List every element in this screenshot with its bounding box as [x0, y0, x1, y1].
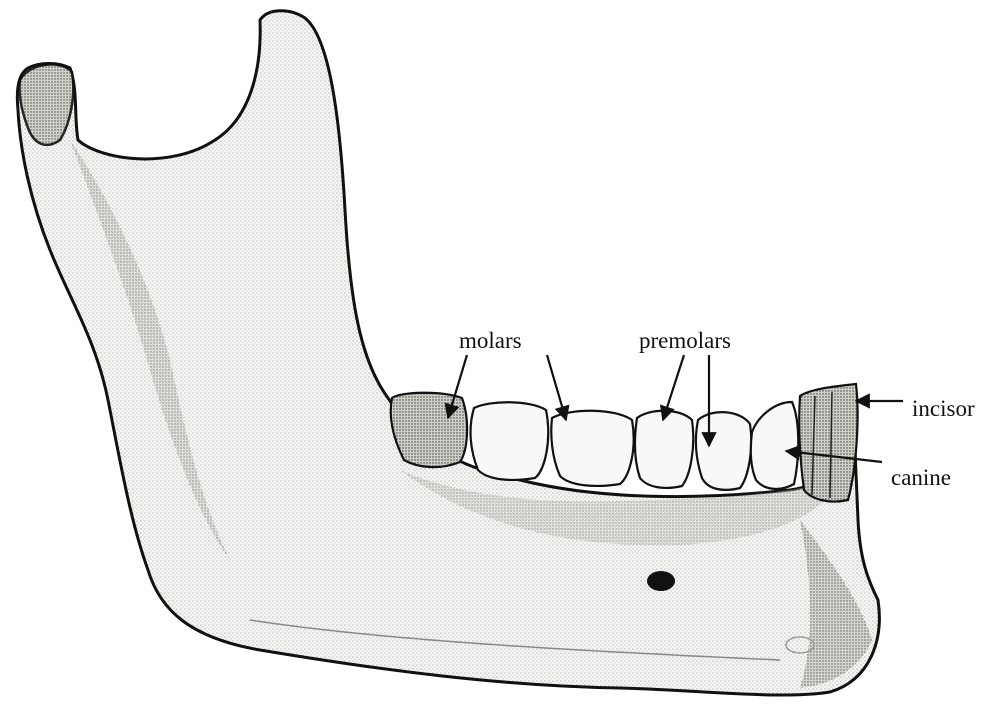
first-molar-tooth — [551, 411, 633, 486]
mandible-bone — [17, 11, 879, 695]
label-premolars: premolars — [639, 328, 731, 353]
label-canine: canine — [891, 465, 951, 490]
premolars-arrow-1 — [663, 355, 684, 420]
second-molar-tooth — [471, 402, 549, 480]
first-premolar-tooth — [696, 412, 751, 490]
label-molars: molars — [459, 328, 522, 353]
mental-foramen — [647, 571, 675, 591]
molars-arrow-2 — [547, 355, 566, 420]
second-premolar-tooth — [635, 411, 693, 488]
label-incisor: incisor — [912, 396, 975, 421]
incisor-tooth — [799, 384, 857, 502]
third-molar-tooth — [391, 393, 467, 467]
canine-tooth — [751, 402, 798, 489]
